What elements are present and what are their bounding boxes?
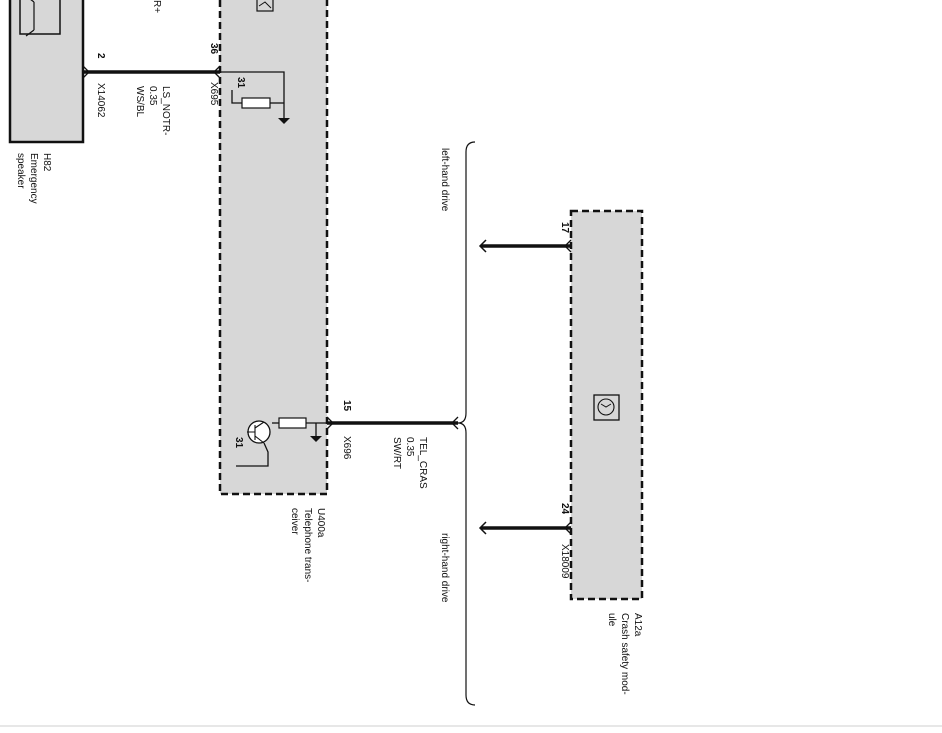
speaker-code: H82: [41, 153, 52, 172]
variant-brace: [457, 141, 476, 706]
crash-module-name-line2: ule: [606, 613, 617, 627]
wire-tel-signal: TEL_CRAS: [417, 437, 428, 489]
transceiver-ground-ls: 31: [235, 77, 246, 89]
resistor-icon: [278, 417, 307, 429]
wire-tel-gauge: 0.35: [404, 437, 415, 457]
transceiver-ground-tel: 31: [233, 437, 244, 449]
crash-safety-module-component[interactable]: [569, 209, 644, 601]
module-symbol-icon: [256, 0, 274, 12]
crash-module-connector: X18009: [559, 544, 570, 579]
ground-arrow-icon: [310, 436, 322, 442]
telephone-transceiver-component[interactable]: [218, 0, 329, 496]
crash-module-code: A12a: [632, 613, 643, 637]
wire-rhd-pin24[interactable]: [478, 521, 572, 535]
crash-input-circuit: [236, 417, 327, 467]
emergency-speaker-component[interactable]: [8, 0, 85, 144]
wire-ls-signal: LS_NOTR-: [160, 86, 171, 135]
speaker-icon: [19, 0, 61, 37]
transceiver-name-line2: ceiver: [289, 508, 300, 535]
transceiver-pin-tel: 15: [341, 400, 352, 412]
speaker-pin-number: 2: [95, 53, 106, 59]
transceiver-code: U400a: [315, 508, 326, 538]
wire-ls-notr[interactable]: [82, 65, 221, 79]
variant-right-hand-drive: right-hand drive: [439, 533, 450, 603]
wire-ls-gauge: 0.35: [147, 86, 158, 106]
speaker-output-circuit: [220, 71, 290, 124]
variant-left-hand-drive: left-hand drive: [439, 148, 450, 212]
transceiver-pin-ls: 36: [208, 43, 219, 55]
wire-tel-color: SW/RT: [391, 437, 402, 469]
transceiver-connector-tel: X696: [341, 436, 352, 460]
crash-module-name-line1: Crash safety mod-: [619, 613, 630, 695]
transceiver-connector-ls: X695: [208, 82, 219, 106]
transceiver-box: [218, 0, 329, 496]
transceiver-name-line1: Telephone trans-: [302, 508, 313, 583]
resistor-icon: [241, 97, 271, 109]
module-symbol-icon: [593, 394, 620, 421]
wire-tel-cras[interactable]: [326, 416, 459, 430]
wire-ls-color: WS/BL: [134, 86, 145, 118]
crash-module-pin-lhd: 17: [559, 222, 570, 234]
ground-arrow-icon: [278, 118, 290, 124]
crash-module-box: [569, 209, 644, 601]
speaker-name-line2: speaker: [15, 153, 26, 189]
speaker-name-line1: Emergency: [28, 153, 39, 204]
crash-module-pin-rhd: 24: [559, 503, 570, 515]
speaker-connector-id: X14062: [95, 83, 106, 118]
wire-lhd-pin17[interactable]: [478, 239, 572, 253]
speaker-box: [8, 0, 85, 144]
transceiver-top-fragment: R+: [151, 0, 162, 13]
